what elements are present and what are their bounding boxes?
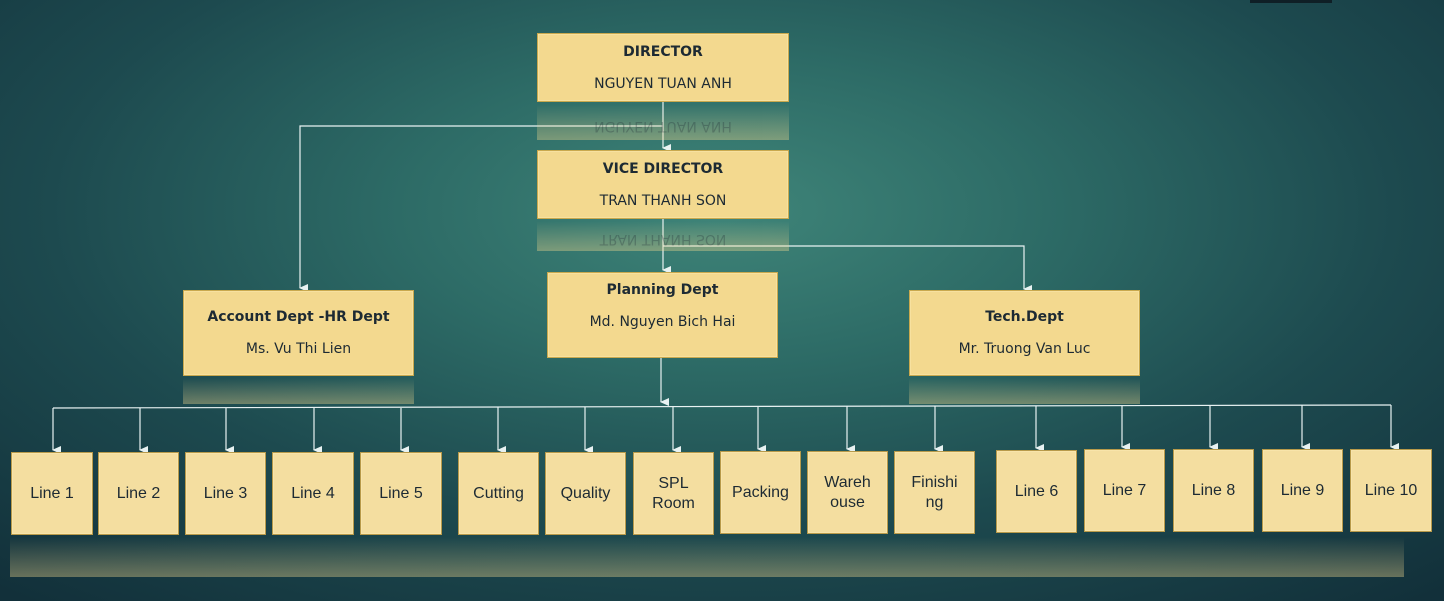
director-box[interactable]: DIRECTOR NGUYEN TUAN ANH — [537, 33, 789, 102]
unit-label: SPL Room — [652, 474, 695, 512]
unit-label: Line 10 — [1364, 481, 1418, 499]
vice-director-name: TRAN THANH SON — [599, 192, 727, 209]
account-reflection — [183, 378, 414, 404]
director-name: NGUYEN TUAN ANH — [594, 75, 732, 92]
unit-line-9[interactable]: Line 9 — [1262, 449, 1343, 532]
unit-packing[interactable]: Packing — [720, 451, 801, 534]
unit-line-3[interactable]: Line 3 — [185, 452, 266, 535]
tech-dept-box[interactable]: Tech.Dept Mr. Truong Van Luc — [909, 290, 1140, 376]
unit-label: Line 5 — [379, 484, 423, 502]
unit-line-2[interactable]: Line 2 — [98, 452, 179, 535]
connector-bus — [52, 404, 1392, 409]
top-corner-tab — [1250, 0, 1332, 3]
unit-label: Line 2 — [116, 484, 161, 502]
vice-director-title: VICE DIRECTOR — [602, 160, 724, 177]
unit-label: Line 4 — [291, 484, 335, 502]
unit-label: Line 7 — [1102, 481, 1147, 499]
unit-label: Packing — [732, 483, 789, 501]
vice-director-box[interactable]: VICE DIRECTOR TRAN THANH SON — [537, 150, 789, 219]
unit-label: Finishi ng — [911, 473, 958, 511]
unit-label: Cutting — [473, 484, 524, 502]
units-reflection — [10, 537, 1404, 577]
tech-dept-head: Mr. Truong Van Luc — [958, 341, 1091, 357]
unit-line-10[interactable]: Line 10 — [1350, 449, 1432, 532]
planning-dept-head: Md. Nguyen Bich Hai — [589, 314, 736, 330]
unit-line-1[interactable]: Line 1 — [11, 452, 93, 535]
unit-line-7[interactable]: Line 7 — [1084, 449, 1165, 532]
unit-label: Quality — [560, 484, 611, 502]
vice-director-reflection: TRAN THANH SON — [537, 221, 789, 251]
unit-label: Line 3 — [203, 484, 248, 502]
unit-line-4[interactable]: Line 4 — [272, 452, 354, 535]
tech-dept-title: Tech.Dept — [985, 309, 1064, 325]
unit-label: Line 6 — [1014, 482, 1059, 500]
unit-label: Line 9 — [1280, 481, 1325, 499]
unit-spl-room[interactable]: SPL Room — [633, 452, 714, 535]
planning-dept-box[interactable]: Planning Dept Md. Nguyen Bich Hai — [547, 272, 778, 358]
director-title: DIRECTOR — [623, 43, 703, 60]
unit-line-6[interactable]: Line 6 — [996, 450, 1077, 533]
unit-warehouse[interactable]: Wareh ouse — [807, 451, 888, 534]
unit-label: Line 8 — [1191, 481, 1236, 499]
tech-reflection — [909, 378, 1140, 404]
vice-director-reflection-text: TRAN THANH SON — [599, 231, 727, 247]
unit-cutting[interactable]: Cutting — [458, 452, 539, 535]
unit-quality[interactable]: Quality — [545, 452, 626, 535]
unit-line-8[interactable]: Line 8 — [1173, 449, 1254, 532]
planning-dept-title: Planning Dept — [606, 282, 719, 298]
account-hr-dept-box[interactable]: Account Dept -HR Dept Ms. Vu Thi Lien — [183, 290, 414, 376]
account-hr-dept-title: Account Dept -HR Dept — [207, 309, 390, 325]
director-reflection-text: NGUYEN TUAN ANH — [594, 118, 732, 134]
director-reflection: NGUYEN TUAN ANH — [537, 104, 789, 140]
unit-label: Wareh ouse — [824, 473, 871, 511]
unit-label: Line 1 — [30, 484, 74, 502]
unit-line-5[interactable]: Line 5 — [360, 452, 442, 535]
unit-finishing[interactable]: Finishi ng — [894, 451, 975, 534]
account-hr-dept-head: Ms. Vu Thi Lien — [245, 341, 352, 357]
